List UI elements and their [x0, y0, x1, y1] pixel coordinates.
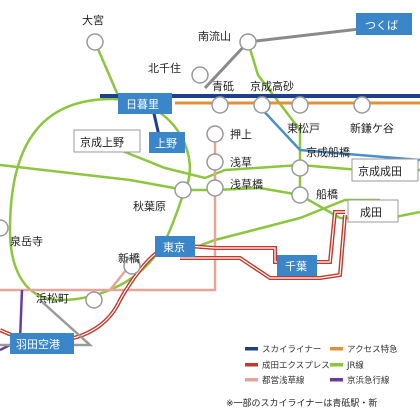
box-ueno[interactable]	[149, 132, 185, 153]
box-haneda-label: 羽田空港	[16, 337, 60, 351]
label-minami-nagareyama: 南流山	[198, 29, 231, 43]
label-keisei-funabashi: 京成船橋	[306, 145, 350, 159]
station-higashi-matsudo[interactable]	[291, 96, 309, 114]
legend-label-nex: 成田エクスプレス	[262, 360, 330, 371]
label-shimbashi: 新橋	[118, 251, 140, 265]
legend-label-access: アクセス特急	[347, 344, 398, 355]
label-akihabara: 秋葉原	[133, 199, 166, 213]
label-omiya: 大宮	[82, 13, 104, 27]
box-haneda[interactable]	[10, 333, 74, 354]
legend-label-skyliner: スカイライナー	[262, 345, 321, 355]
box-chiba[interactable]	[277, 255, 317, 276]
box-keisei-ueno[interactable]	[73, 129, 141, 153]
box-nippori[interactable]	[118, 93, 172, 114]
legend-label-jr: JR線	[346, 360, 364, 371]
station-minami-nagareyama[interactable]	[239, 33, 257, 51]
legend-label-keikyu: 京浜急行線	[347, 375, 390, 386]
box-ueno-label: 上野	[155, 137, 177, 150]
box-tokyo[interactable]	[155, 236, 195, 257]
label-oshiage: 押上	[230, 127, 252, 141]
footnote: ※一部のスカイライナーは青砥駅・新	[226, 397, 377, 409]
box-tsukuba-label: つくば	[365, 19, 398, 32]
legend-swatch-access	[330, 347, 343, 351]
hokuso-line-blue	[257, 104, 420, 162]
station-keisei-takasago[interactable]	[253, 96, 271, 114]
legend-swatch-asakusa	[245, 378, 258, 382]
station-funabashi[interactable]	[291, 186, 309, 204]
box-chiba-label: 千葉	[285, 259, 307, 273]
legend-swatch-keikyu	[330, 378, 343, 382]
station-aoto[interactable]	[211, 96, 229, 114]
label-kitasenju: 北千住	[148, 61, 181, 75]
station-hamamatsucho[interactable]	[85, 291, 103, 309]
box-keisei-ueno-label: 京成上野	[80, 135, 124, 149]
legend-swatch-skyliner	[245, 347, 258, 351]
label-aoto: 青砥	[212, 80, 234, 93]
station-keisei-funabashi[interactable]	[291, 159, 309, 177]
station-oshiage[interactable]	[206, 125, 224, 143]
label-sengakuji: 泉岳寺	[10, 234, 43, 248]
label-keisei-takasago: 京成高砂	[250, 79, 294, 93]
box-keisei-narita-label: 京成成田	[358, 164, 402, 178]
station-shin-kamagaya[interactable]	[353, 96, 371, 114]
label-asakusa: 浅草	[230, 156, 252, 169]
box-tsukuba[interactable]	[356, 13, 412, 35]
jr-joban-line	[246, 41, 302, 195]
label-funabashi: 船橋	[316, 187, 338, 201]
station-omiya[interactable]	[86, 33, 104, 51]
station-sengakuji[interactable]	[0, 219, 9, 237]
narita-express-lower-inner	[180, 214, 346, 279]
station-shimbashi[interactable]	[123, 257, 141, 275]
box-nippori-label: 日暮里	[126, 97, 159, 111]
box-narita-label: 成田	[360, 206, 382, 219]
box-keisei-narita[interactable]	[351, 158, 419, 182]
station-kitasenju[interactable]	[191, 66, 209, 84]
box-narita[interactable]	[347, 199, 399, 223]
station-asakusa[interactable]	[206, 153, 224, 171]
toei-asakusa-line	[0, 135, 217, 292]
legend-swatch-jr	[330, 363, 343, 367]
label-hamamatsucho: 浜松町	[36, 291, 69, 305]
legend: スカイライナー アクセス特急 成田エクスプレス JR線 都営浅草線 京浜急行線	[245, 344, 398, 386]
label-asakusabashi: 浅草橋	[230, 177, 263, 191]
station-asakusabashi[interactable]	[206, 179, 224, 197]
box-tokyo-label: 東京	[163, 240, 185, 254]
station-akihabara[interactable]	[174, 181, 192, 199]
legend-label-asakusa: 都営浅草線	[262, 375, 305, 386]
legend-swatch-nex	[245, 363, 258, 367]
label-higashi-matsudo: 東松戸	[287, 121, 320, 135]
musashino-line	[93, 41, 122, 101]
label-shin-kamagaya: 新鎌ケ谷	[350, 121, 394, 135]
